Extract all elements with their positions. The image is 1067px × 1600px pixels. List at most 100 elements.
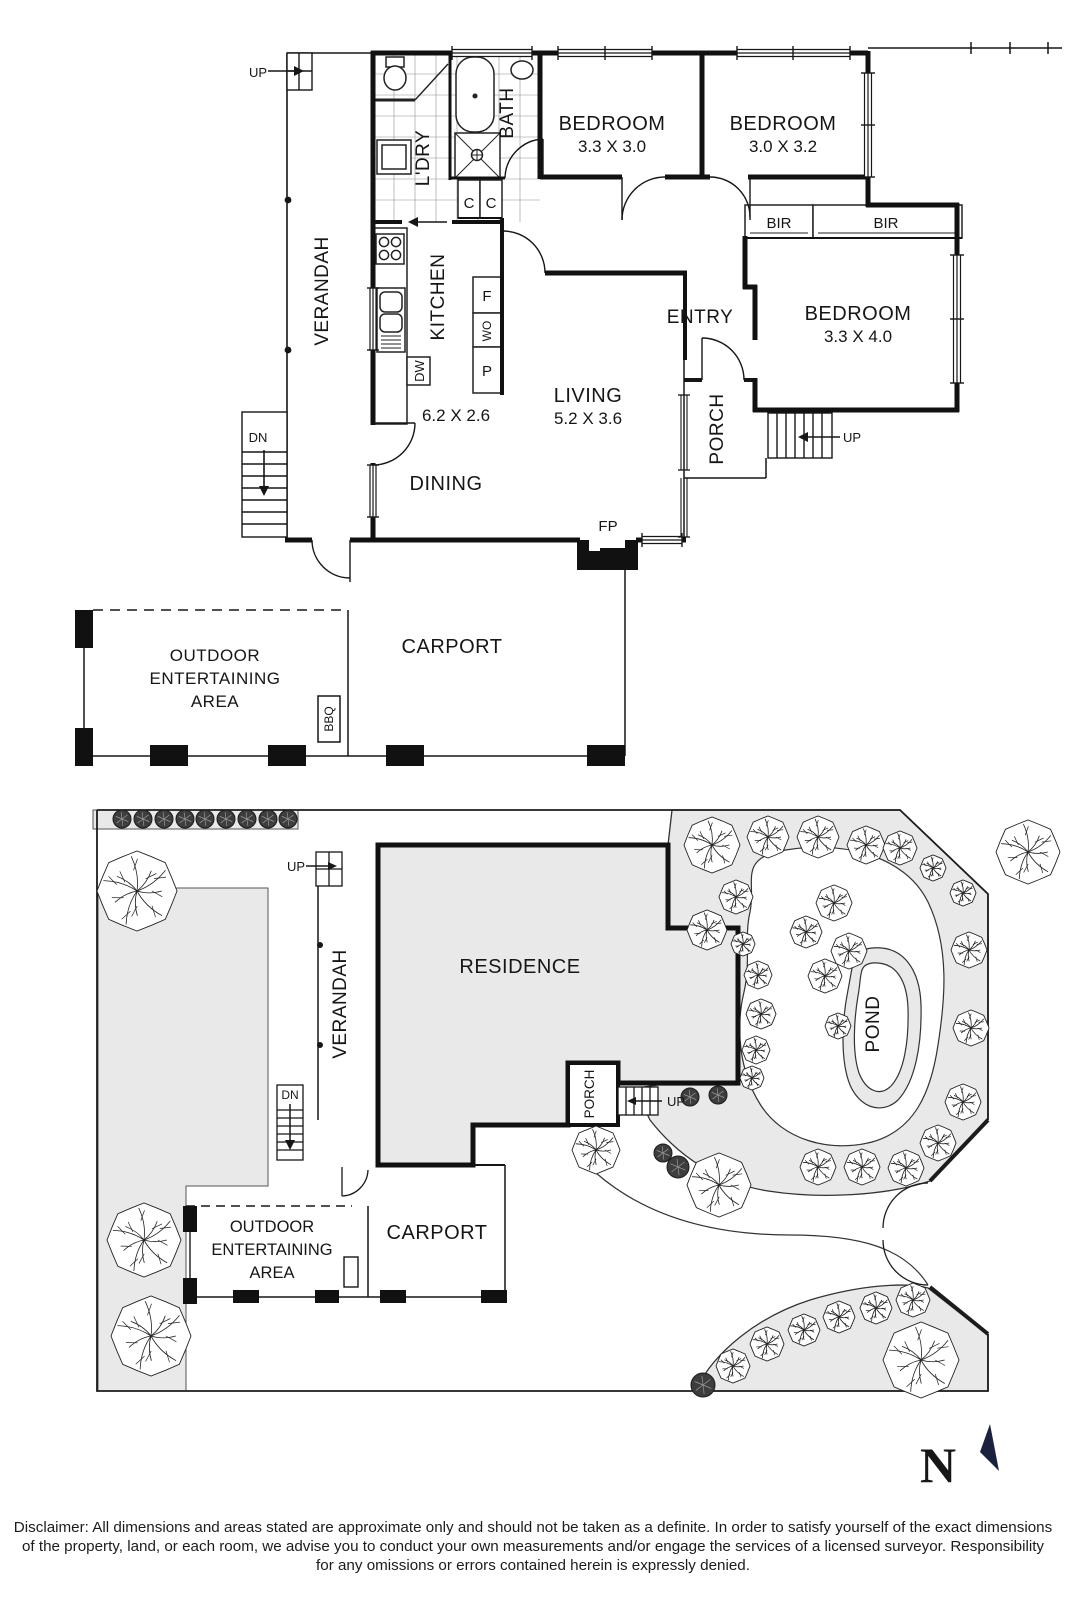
door-arc [621,176,666,221]
living-label: LIVING [554,385,623,407]
post [150,745,188,766]
tree-icon [950,931,988,969]
shrub-icon [666,1155,690,1179]
tree-icon [741,1035,771,1065]
floor-plan: UP L'DRY BATH C C BEDROOM 3.3 X 3.0 BEDR… [75,42,1062,766]
door-arc [372,422,416,466]
carport-outdoor [75,540,638,766]
verandah-post [284,346,292,354]
shrub-icon [216,809,236,829]
tree-icon [743,960,773,990]
post [587,745,625,766]
dishwasher-label: DW [412,359,427,381]
outdoor-label-2: ENTERTAINING [150,669,281,688]
bedroom3-label: BEDROOM [805,303,912,325]
entry-label: ENTRY [667,307,734,328]
post [233,1290,259,1303]
laundry-trough-icon [381,144,407,170]
door-arc [504,138,544,179]
kitchen-dims: 6.2 X 2.6 [422,406,490,425]
tree-icon [686,909,728,951]
post [268,745,306,766]
bir-label: BIR [766,215,791,232]
dishwasher-box [406,356,431,386]
gate-splay-wall [928,1118,990,1183]
dn-label: DN [249,430,268,445]
compass: N [920,1424,999,1493]
site-stairs-dn [276,1084,304,1161]
window-icon [678,394,690,538]
floor-plan-labels: UP L'DRY BATH C C BEDROOM 3.3 X 3.0 BEDR… [150,65,912,732]
fireplace-hearth [589,540,625,551]
tree-icon [859,1291,893,1325]
kitchen-arrow [408,217,447,227]
window-icon [367,464,379,518]
up-arrow-bed3 [798,432,840,442]
bedroom1-dims: 3.3 X 3.0 [578,137,646,156]
tree-icon [919,854,947,882]
site-up-arrow [306,862,337,870]
shrub-icon [175,809,195,829]
disclaimer: Disclaimer: All dimensions and areas sta… [14,1519,1053,1574]
tree-icon [944,1083,982,1121]
shrub-icon [278,809,298,829]
site-stairs-up-porch [617,1086,662,1116]
window-icon [557,46,653,60]
north-arrow-icon [980,1424,999,1471]
tree-icon [715,1348,751,1384]
tree-icon [718,879,754,915]
verandah-post [317,942,323,948]
fridge-box [472,276,503,314]
tree-icon [830,932,868,970]
shrub-icon [237,809,257,829]
tree-icon [887,1149,925,1187]
shrub-icon [195,809,215,829]
living-dims: 5.2 X 3.6 [554,409,622,428]
porch-label: PORCH [582,1070,597,1119]
site-porch-up-arrow [627,1097,662,1105]
window-icon [736,46,851,60]
up-arrow-top [268,66,304,76]
doors [311,138,751,582]
door-arc [341,1169,369,1197]
door-arc [709,176,751,218]
tree-icon [730,931,756,957]
bedroom2-dims: 3.0 X 3.2 [749,137,817,156]
door-arc [502,230,546,274]
dn-arrow [259,450,269,496]
tree-icon [749,1326,785,1362]
tree-icon [110,1295,192,1377]
path-edge [595,1172,929,1286]
pond-label: POND [863,996,884,1053]
outdoor-label-1: OUTDOOR [170,646,260,665]
dn-label: DN [281,1088,298,1102]
shrub-icon [133,809,153,829]
shrub-icon [112,809,132,829]
fireplace-label: FP [598,518,617,535]
shrub-icon [708,1085,728,1105]
tree-icon [96,850,178,932]
fixtures [372,56,963,425]
tree-icon [824,1012,852,1040]
outdoor-label-3: AREA [250,1264,295,1282]
disclaimer-line-3: for any omissions or errors contained he… [316,1557,750,1574]
tree-icon [746,815,790,859]
shrub-icon [680,1087,700,1107]
post [75,610,93,648]
door-leaf [414,63,449,101]
window-icon [367,287,379,351]
shower-icon [454,132,501,179]
closet-label: C [486,195,497,212]
tree-icon [106,1202,182,1278]
tree-icon [952,1009,990,1047]
stairs-dn [241,411,288,538]
tree-icon [995,819,1061,885]
bbq-box [317,695,341,743]
tree-icon [843,1148,881,1186]
outdoor-label-1: OUTDOOR [230,1218,314,1236]
window-icon [641,533,683,547]
site-plan-labels: UP VERANDAH RESIDENCE DN PORCH UP OUTDOO… [211,859,884,1282]
tree-icon [846,825,886,865]
